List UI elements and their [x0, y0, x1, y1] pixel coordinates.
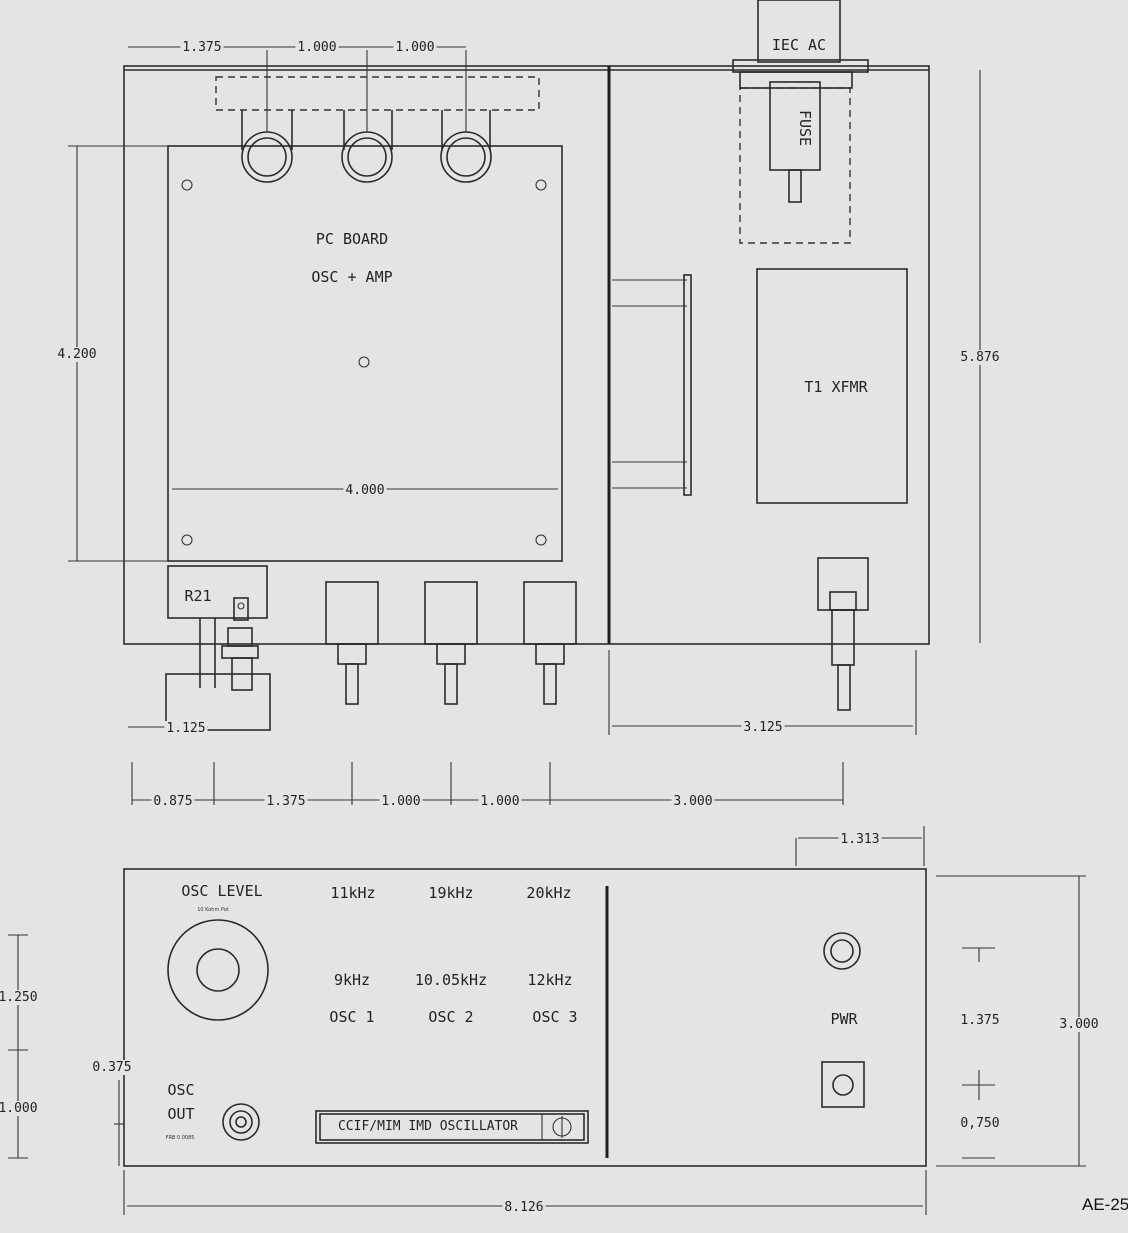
osc-out-jack [222, 1103, 260, 1141]
osc-out-label-2: OUT [167, 1105, 194, 1123]
xfmr-label: T1 XFMR [804, 378, 868, 396]
pc-board-label: PC BOARD [316, 230, 388, 248]
dim-label-backing [55, 347, 99, 362]
iec-ac-label: IEC AC [772, 36, 826, 54]
top-view-dimensions: 1.375 1.000 1.000 4.200 4.000 5.876 1.12… [55, 40, 1002, 809]
r21-resistor [167, 565, 268, 619]
dim-label-backing [838, 832, 882, 847]
dim-1250: 1.250 [0, 990, 38, 1005]
osc-2-label: OSC 2 [428, 1008, 473, 1026]
dim-label-backing [0, 1101, 40, 1116]
osc-amp-label: OSC + AMP [311, 268, 392, 286]
osc-level-sublabel: 10 Kohm Pot [197, 907, 229, 913]
title-plate-text: CCIF/MIM IMD OSCILLATOR [338, 1119, 518, 1134]
dim-1000-bottom-a: 1.000 [381, 794, 420, 809]
dim-label-backing [151, 794, 195, 809]
freq-top-1: 11kHz [330, 884, 375, 902]
r21-label: R21 [184, 587, 211, 605]
front-bracket-dashed [215, 76, 540, 111]
power-switch [821, 1061, 865, 1108]
dim-1375-right: 1.375 [960, 1013, 999, 1028]
dim-label-backing [478, 794, 522, 809]
dim-5876: 5.876 [960, 350, 999, 365]
mounting-holes [181, 179, 547, 546]
dim-1000-top-b: 1.000 [395, 40, 434, 55]
front-view-dimensions: 1.313 1.250 1.000 0.375 1.375 0,750 3.00… [0, 826, 1101, 1215]
osc-level-knob [167, 919, 269, 1021]
transformer-core [612, 274, 692, 496]
dim-label-backing [671, 794, 715, 809]
osc-1-label: OSC 1 [329, 1008, 374, 1026]
dim-4000: 4.000 [345, 483, 384, 498]
dim-label-backing [164, 721, 208, 736]
dim-label-backing [335, 1119, 521, 1134]
osc-out-label-1: OSC [167, 1081, 194, 1099]
dim-1125: 1.125 [166, 721, 205, 736]
freq-bottom-2: 10.05kHz [415, 971, 487, 989]
fuse-label: FUSE [796, 110, 814, 146]
switch-side-views [325, 557, 869, 711]
dim-label-backing [741, 720, 785, 735]
title-plate: CCIF/MIM IMD OSCILLATOR [315, 1110, 589, 1144]
freq-bottom-3: 12kHz [527, 971, 572, 989]
dim-0750: 0,750 [960, 1116, 999, 1131]
dim-label-backing [295, 40, 339, 55]
dim-label-backing [1057, 1017, 1101, 1032]
dim-label-backing [958, 1116, 1002, 1131]
dim-8126: 8.126 [504, 1200, 543, 1215]
pc-board [167, 145, 563, 562]
pwr-indicator-lamp [823, 932, 861, 970]
dim-label-backing [0, 990, 40, 1005]
osc-out-jack-side [165, 597, 271, 731]
osc-out-sublabel: FRB 0.0085 [166, 1135, 195, 1141]
front-panel-outline [123, 868, 927, 1167]
dim-1313: 1.313 [840, 832, 879, 847]
freq-top-2: 19kHz [428, 884, 473, 902]
dim-3000-right: 3.000 [1059, 1017, 1098, 1032]
dim-label-backing [958, 350, 1002, 365]
pwr-label: PWR [830, 1010, 858, 1028]
dim-4200: 4.200 [57, 347, 96, 362]
dim-1000-top-a: 1.000 [297, 40, 336, 55]
figure-label: AE-25 [1082, 1195, 1128, 1214]
iec-ac-inlet: IEC AC FUSE [732, 0, 869, 244]
dim-label-backing [958, 1013, 1002, 1028]
dim-1375-bottom: 1.375 [266, 794, 305, 809]
t1-transformer [756, 268, 908, 504]
dim-1375-top: 1.375 [182, 40, 221, 55]
dim-label-backing [379, 794, 423, 809]
dim-0375: 0.375 [92, 1060, 131, 1075]
dim-label-backing [90, 1060, 134, 1075]
dim-0875: 0.875 [153, 794, 192, 809]
freq-top-3: 20kHz [526, 884, 571, 902]
dim-label-backing [343, 483, 387, 498]
freq-bottom-1: 9kHz [334, 971, 370, 989]
top-enclosure-outline [123, 65, 930, 645]
dim-1000-bottom-b: 1.000 [480, 794, 519, 809]
dim-1000-side: 1.000 [0, 1101, 38, 1116]
dim-label-backing [264, 794, 308, 809]
front-view: OSC LEVEL 10 Kohm Pot 11kHz 19kHz 20kHz … [0, 826, 1101, 1215]
osc-level-label: OSC LEVEL [181, 882, 262, 900]
rca-jacks [241, 50, 492, 183]
dim-3000-bottom: 3.000 [673, 794, 712, 809]
top-view: PC BOARD OSC + AMP IEC AC FU [55, 0, 1002, 809]
dim-label-backing [502, 1200, 546, 1215]
dim-label-backing [393, 40, 437, 55]
dim-3125: 3.125 [743, 720, 782, 735]
dim-label-backing [180, 40, 224, 55]
osc-3-label: OSC 3 [532, 1008, 577, 1026]
